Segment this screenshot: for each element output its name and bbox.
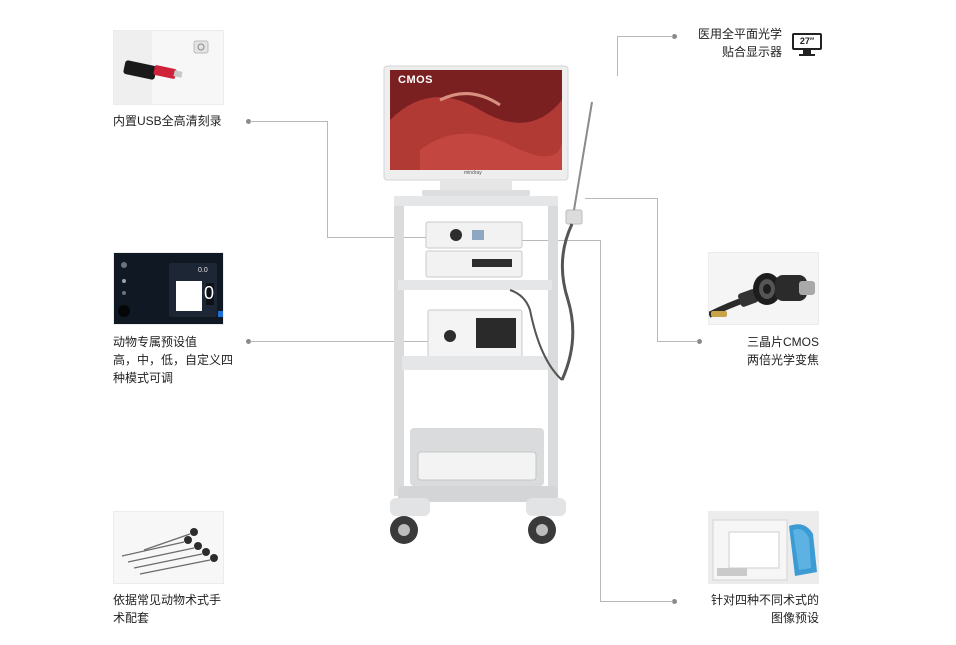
usb-dot <box>246 119 251 124</box>
animal-big-digit: 0 <box>204 283 215 303</box>
monitor-brand: mindray <box>464 170 482 176</box>
instruments-label-line2: 术配套 <box>113 611 150 625</box>
camera-line <box>657 341 698 342</box>
monitor-size-icon: 27″ <box>792 33 822 57</box>
animal-line <box>250 341 430 342</box>
monitor-line <box>617 36 618 76</box>
monitor-label-line2: 贴合显示器 <box>721 45 782 59</box>
usb-line <box>250 121 328 122</box>
camera-line <box>657 198 658 342</box>
presets-illustration <box>709 512 818 583</box>
animal-label-line1: 动物专属预设值 <box>113 335 198 349</box>
usb-feature-label: 内置USB全高清刻录 <box>113 114 222 128</box>
usb-line <box>327 121 328 238</box>
presets-label-line1: 针对四种不同术式的 <box>710 593 819 607</box>
instruments-label-line1: 依据常见动物术式手 <box>113 593 222 607</box>
presets-feature-label: 针对四种不同术式的 图像预设 <box>680 591 819 627</box>
animal-label-line3: 种模式可调 <box>113 371 174 385</box>
control-panel-illustration <box>114 253 223 324</box>
presets-line <box>600 601 673 602</box>
camera-feature-label: 三晶片CMOS 两倍光学变焦 <box>700 333 819 369</box>
monitor-label-line1: 医用全平面光学 <box>697 27 782 41</box>
monitor-line <box>617 36 673 37</box>
camera-head-image <box>708 252 819 325</box>
usb-port-illustration <box>114 31 223 104</box>
camera-line <box>585 198 658 199</box>
image-presets-image <box>708 511 819 584</box>
camera-dot <box>697 339 702 344</box>
instruments-image <box>113 511 224 584</box>
presets-line <box>600 240 601 602</box>
animal-dot <box>246 339 251 344</box>
camera-label-line1: 三晶片CMOS <box>746 335 819 349</box>
animal-feature-label: 动物专属预设值 高，中，低，自定义四 种模式可调 <box>113 333 233 387</box>
presets-dot <box>672 599 677 604</box>
camera-head-illustration <box>709 253 818 324</box>
camera-label-line2: 两倍光学变焦 <box>746 353 819 367</box>
instruments-feature-label: 依据常见动物术式手 术配套 <box>113 591 221 627</box>
usb-line <box>327 237 427 238</box>
instruments-illustration <box>114 512 223 583</box>
presets-label-line2: 图像预设 <box>770 611 819 625</box>
presets-line <box>518 240 601 241</box>
monitor-feature-label: 医用全平面光学 贴合显示器 <box>686 25 782 61</box>
monitor-dot <box>672 34 677 39</box>
monitor-size-badge: 27″ <box>792 33 822 50</box>
animal-screen-value: 0.0 <box>198 267 208 274</box>
monitor-screen-text: CMOS <box>398 74 433 86</box>
animal-preset-image: 0.0 0 <box>113 252 224 325</box>
endoscopy-cart-system: CMOS mindray <box>380 60 620 560</box>
animal-label-line2: 高，中，低，自定义四 <box>113 353 234 367</box>
usb-recording-image <box>113 30 224 105</box>
endoscopy-cart-illustration <box>383 65 593 544</box>
